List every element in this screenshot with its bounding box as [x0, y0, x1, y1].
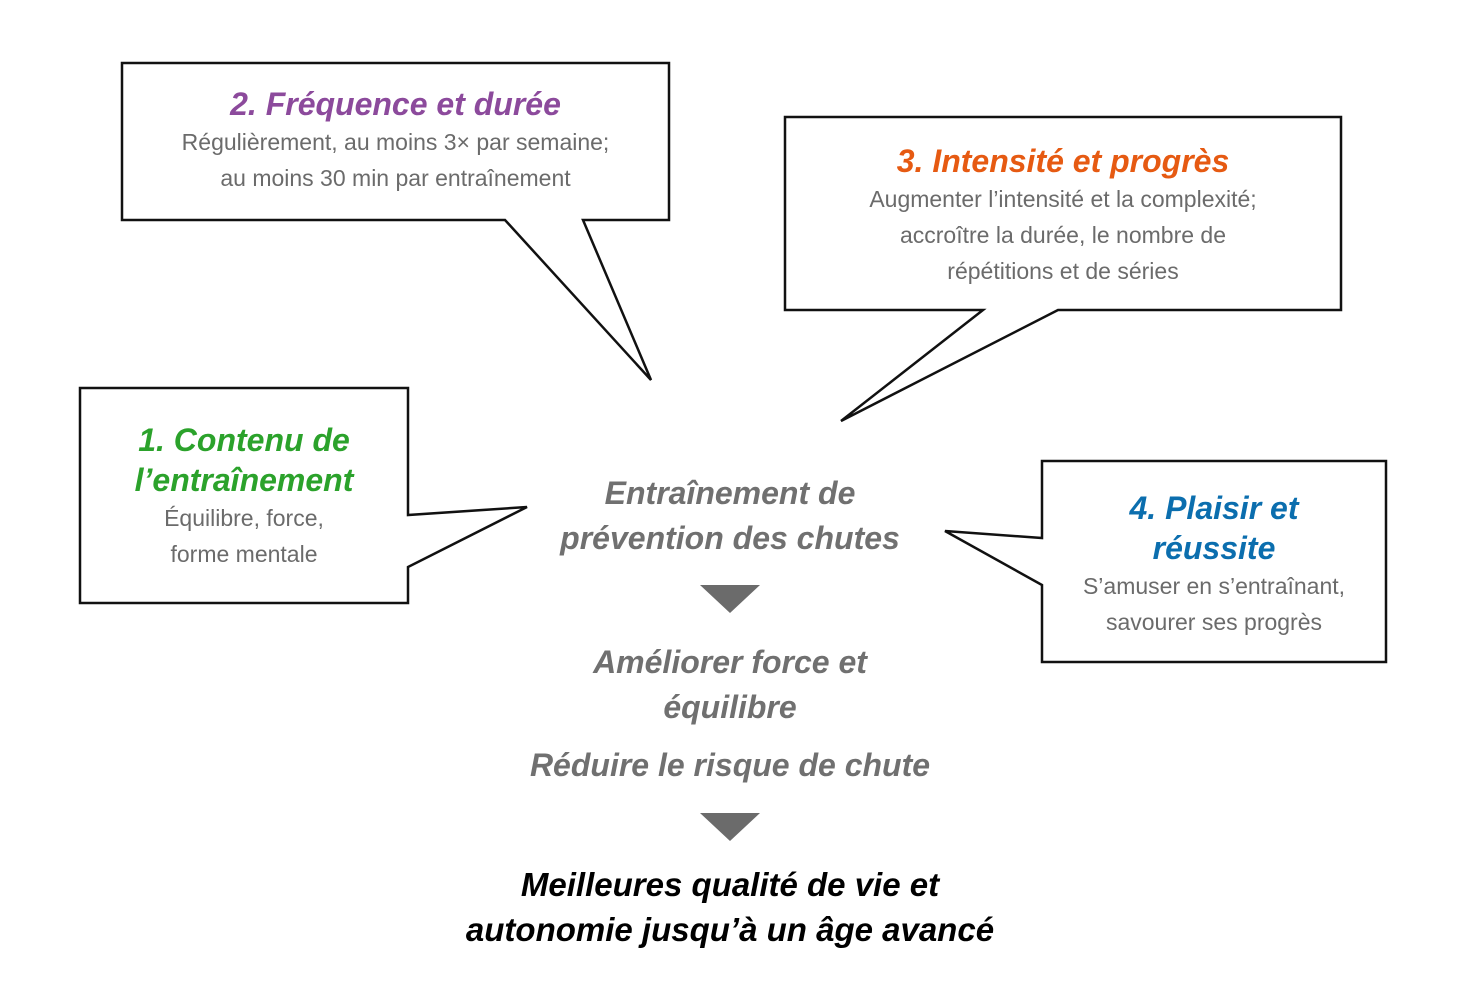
arrow-down-icon: [700, 585, 760, 613]
box-3-title: 3. Intensité et progrès: [896, 143, 1230, 179]
box-2-body-line: au moins 30 min par entraînement: [220, 165, 571, 191]
box-4-body-line: savourer ses progrès: [1105, 609, 1323, 635]
callout-box-4: [944, 459, 1388, 664]
callout-box-1: [78, 386, 528, 605]
box-4-title-line: réussite: [1152, 530, 1276, 566]
center-effect-2: Réduire le risque de chute: [529, 747, 931, 783]
outcome-line: Meilleures qualité de vie et: [520, 866, 940, 903]
box-3-content: 3. Intensité et progrès Augmenter l’inte…: [785, 141, 1341, 289]
callout-box-2: [120, 61, 671, 381]
box-1-body-line: forme mentale: [170, 541, 318, 567]
center-main-line: Entraînement de: [604, 475, 856, 511]
box-1-content: 1. Contenu de l’entraînement Équilibre, …: [80, 420, 408, 572]
center-effect-line: équilibre: [663, 689, 797, 725]
outcome-line: autonomie jusqu’à un âge avancé: [465, 911, 995, 948]
box-3-body-line: accroître la durée, le nombre de: [899, 222, 1226, 248]
box-4-title-line: 4. Plaisir et: [1129, 490, 1299, 526]
box-1-title-line: l’entraînement: [134, 462, 354, 498]
box-4-body-line: S’amuser en s’entraînant,: [1082, 573, 1346, 599]
box-4-content: 4. Plaisir et réussite S’amuser en s’ent…: [1042, 488, 1386, 640]
center-main-line: prévention des chutes: [560, 520, 900, 556]
box-2-content: 2. Fréquence et durée Régulièrement, au …: [122, 84, 669, 196]
center-effect: Améliorer force et équilibre Réduire le …: [480, 640, 980, 788]
center-effect-line: Améliorer force et: [593, 644, 867, 680]
center-main: Entraînement de prévention des chutes: [480, 471, 980, 561]
box-3-body-line: Augmenter l’intensité et la complexité;: [869, 186, 1257, 212]
box-3-body-line: répétitions et de séries: [947, 258, 1179, 284]
outcome: Meilleures qualité de vie et autonomie j…: [380, 862, 1080, 952]
box-1-title-line: 1. Contenu de: [138, 422, 350, 458]
box-1-body-line: Équilibre, force,: [164, 505, 324, 531]
box-2-body-line: Régulièrement, au moins 3× par semaine;: [181, 129, 610, 155]
box-2-title: 2. Fréquence et durée: [230, 86, 561, 122]
arrow-down-icon: [700, 813, 760, 841]
callout-box-3: [783, 115, 1343, 423]
